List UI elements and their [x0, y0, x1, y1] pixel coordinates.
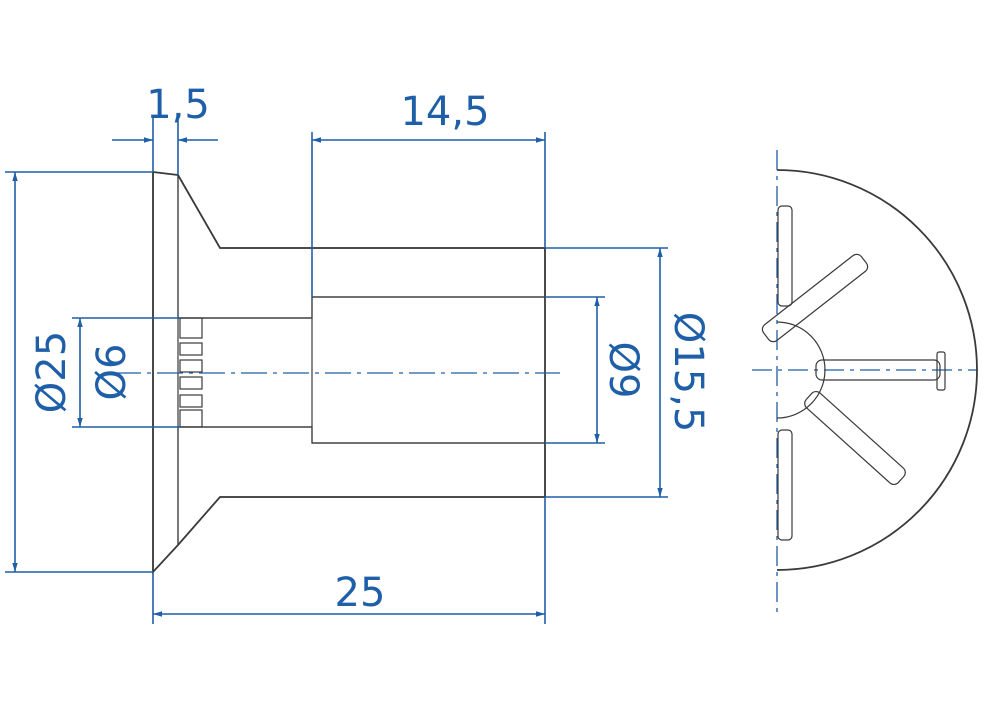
end-view — [752, 150, 978, 612]
bore-outline — [311, 296, 545, 444]
label-shank-diameter: Ø15,5 — [665, 312, 711, 433]
label-head-diameter: Ø25 — [29, 331, 75, 413]
spokes — [761, 205, 946, 541]
dimension-shank-diameter: Ø15,5 — [545, 247, 711, 498]
slot-detail — [179, 317, 203, 428]
section-view — [115, 171, 560, 575]
label-small-bore-diameter: Ø6 — [89, 344, 135, 401]
dimension-bore-depth: 14,5 — [311, 89, 546, 297]
end-view-inner-hub — [776, 321, 826, 419]
dimension-head-diameter: Ø25 — [5, 171, 153, 573]
label-bore-diameter: Ø9 — [600, 342, 646, 399]
dimension-total-length: 25 — [152, 497, 546, 624]
dimension-flange-thickness: 1,5 — [112, 82, 218, 175]
label-bore-depth: 14,5 — [400, 89, 489, 135]
label-flange-thickness: 1,5 — [146, 82, 210, 128]
end-view-outer-arc — [776, 169, 978, 571]
dimension-small-bore-diameter: Ø6 — [72, 317, 180, 428]
countersunk-head-outline — [152, 171, 546, 575]
label-total-length: 25 — [335, 570, 386, 616]
dimension-bore-diameter: Ø9 — [545, 296, 646, 444]
lower-knurl-section — [177, 426, 546, 547]
